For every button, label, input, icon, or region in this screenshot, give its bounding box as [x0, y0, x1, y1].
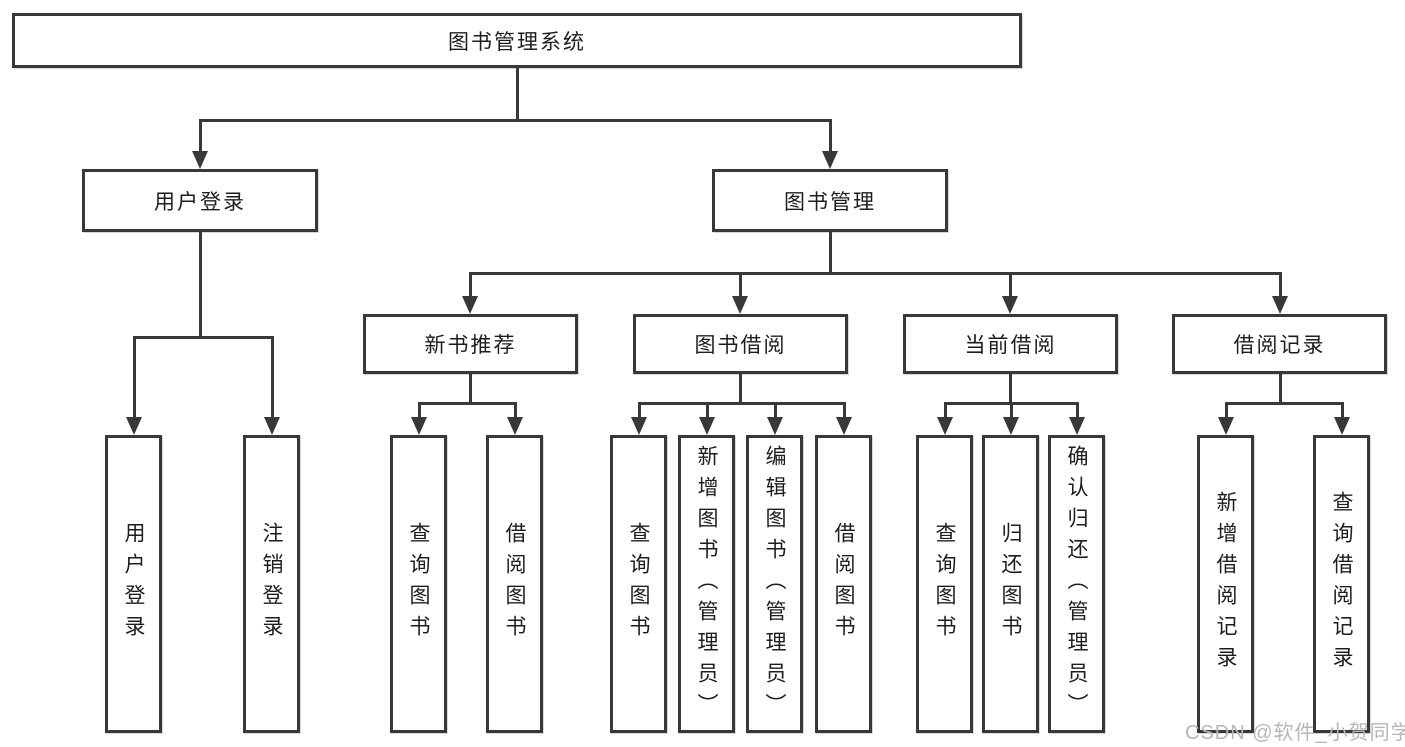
- arrowhead-down-icon: [937, 417, 953, 435]
- leaf-borrow-book-recommend: 借阅图书: [486, 435, 543, 733]
- connector-line: [1278, 374, 1282, 403]
- node-root-label: 图书管理系统: [448, 30, 586, 54]
- node-new-book-recommend: 新书推荐: [363, 314, 578, 374]
- connector-line: [1009, 403, 1013, 418]
- arrowhead-down-icon: [411, 417, 427, 435]
- arrowhead-down-icon: [192, 151, 208, 169]
- arrowhead-down-icon: [462, 296, 478, 314]
- connector-group-distributor: [417, 401, 517, 405]
- arrowhead-down-icon: [699, 417, 715, 435]
- connector-line: [1075, 403, 1079, 418]
- connector-line: [637, 403, 641, 418]
- leaf-label: 编辑图书（管理员）: [763, 444, 786, 724]
- connector-level2-distributor: [198, 118, 832, 122]
- leaf-label: 查询图书: [933, 522, 956, 646]
- connector-line: [1278, 273, 1282, 297]
- node-current-borrow: 当前借阅: [903, 314, 1118, 374]
- connector-book-mgmt-trunk: [828, 232, 832, 273]
- arrowhead-down-icon: [1069, 417, 1085, 435]
- leaf-add-book-admin: 新增图书（管理员）: [678, 435, 735, 733]
- connector-line: [132, 337, 136, 418]
- connector-user-login-distributor: [132, 335, 274, 339]
- leaf-label: 新增图书（管理员）: [695, 444, 718, 724]
- connector-line: [1008, 374, 1012, 403]
- arrowhead-down-icon: [631, 417, 647, 435]
- arrowhead-down-icon: [1272, 296, 1288, 314]
- arrowhead-down-icon: [732, 296, 748, 314]
- node-new-book-recommend-label: 新书推荐: [424, 334, 517, 357]
- leaf-query-book-recommend: 查询图书: [390, 435, 447, 733]
- arrowhead-down-icon: [264, 417, 280, 435]
- leaf-borrow-book: 借阅图书: [815, 435, 872, 733]
- arrowhead-down-icon: [1002, 296, 1018, 314]
- leaf-logout-label: 注销登录: [260, 522, 283, 646]
- connector-line: [468, 273, 472, 297]
- leaf-label: 查询图书: [407, 522, 430, 646]
- leaf-user-login: 用户登录: [105, 435, 162, 733]
- leaf-query-book-current: 查询图书: [916, 435, 973, 733]
- leaf-return-book: 归还图书: [982, 435, 1039, 733]
- connector-line: [705, 403, 709, 418]
- connector-root-trunk: [515, 68, 519, 121]
- arrowhead-down-icon: [822, 151, 838, 169]
- leaf-label: 查询图书: [627, 522, 650, 646]
- connector-line: [1224, 403, 1228, 418]
- node-borrow-record: 借阅记录: [1172, 314, 1387, 374]
- leaf-confirm-return-admin: 确认归还（管理员）: [1048, 435, 1105, 733]
- connector-user-login-trunk: [198, 232, 202, 337]
- node-book-borrow: 图书借阅: [633, 314, 848, 374]
- csdn-watermark: CSDN @软件_小贺同学: [1185, 722, 1405, 744]
- connector-level3-distributor: [468, 271, 1282, 275]
- connector-line: [773, 403, 777, 418]
- connector-line: [198, 120, 202, 153]
- leaf-label: 借阅图书: [832, 522, 855, 646]
- arrowhead-down-icon: [1003, 417, 1019, 435]
- leaf-label: 新增借阅记录: [1214, 491, 1237, 677]
- leaf-user-login-label: 用户登录: [122, 522, 145, 646]
- arrowhead-down-icon: [1334, 417, 1350, 435]
- connector-line: [943, 403, 947, 418]
- connector-line: [1340, 403, 1344, 418]
- connector-line: [417, 403, 421, 418]
- leaf-label: 借阅图书: [503, 522, 526, 646]
- connector-line: [1008, 273, 1012, 297]
- connector-group-distributor: [1224, 401, 1344, 405]
- connector-group-distributor: [637, 401, 846, 405]
- leaf-label: 查询借阅记录: [1330, 491, 1353, 677]
- connector-line: [738, 273, 742, 297]
- connector-line: [513, 403, 517, 418]
- node-book-management-label: 图书管理: [784, 190, 876, 214]
- node-user-login: 用户登录: [82, 169, 318, 232]
- leaf-add-borrow-record: 新增借阅记录: [1197, 435, 1254, 733]
- node-book-borrow-label: 图书借阅: [694, 334, 787, 357]
- arrowhead-down-icon: [767, 417, 783, 435]
- leaf-edit-book-admin: 编辑图书（管理员）: [746, 435, 803, 733]
- arrowhead-down-icon: [1218, 417, 1234, 435]
- leaf-logout: 注销登录: [243, 435, 300, 733]
- connector-line: [842, 403, 846, 418]
- node-root: 图书管理系统: [12, 13, 1022, 68]
- leaf-query-book-borrow: 查询图书: [610, 435, 667, 733]
- node-user-login-label: 用户登录: [154, 190, 246, 214]
- connector-line: [738, 374, 742, 403]
- arrowhead-down-icon: [126, 417, 142, 435]
- node-current-borrow-label: 当前借阅: [964, 334, 1057, 357]
- connector-line: [468, 374, 472, 403]
- connector-line: [828, 120, 832, 153]
- arrowhead-down-icon: [507, 417, 523, 435]
- leaf-query-borrow-record: 查询借阅记录: [1313, 435, 1370, 733]
- leaf-label: 确认归还（管理员）: [1065, 444, 1088, 724]
- connector-line: [270, 337, 274, 418]
- node-book-management: 图书管理: [712, 169, 948, 232]
- node-borrow-record-label: 借阅记录: [1233, 334, 1326, 357]
- leaf-label: 归还图书: [999, 522, 1022, 646]
- arrowhead-down-icon: [836, 417, 852, 435]
